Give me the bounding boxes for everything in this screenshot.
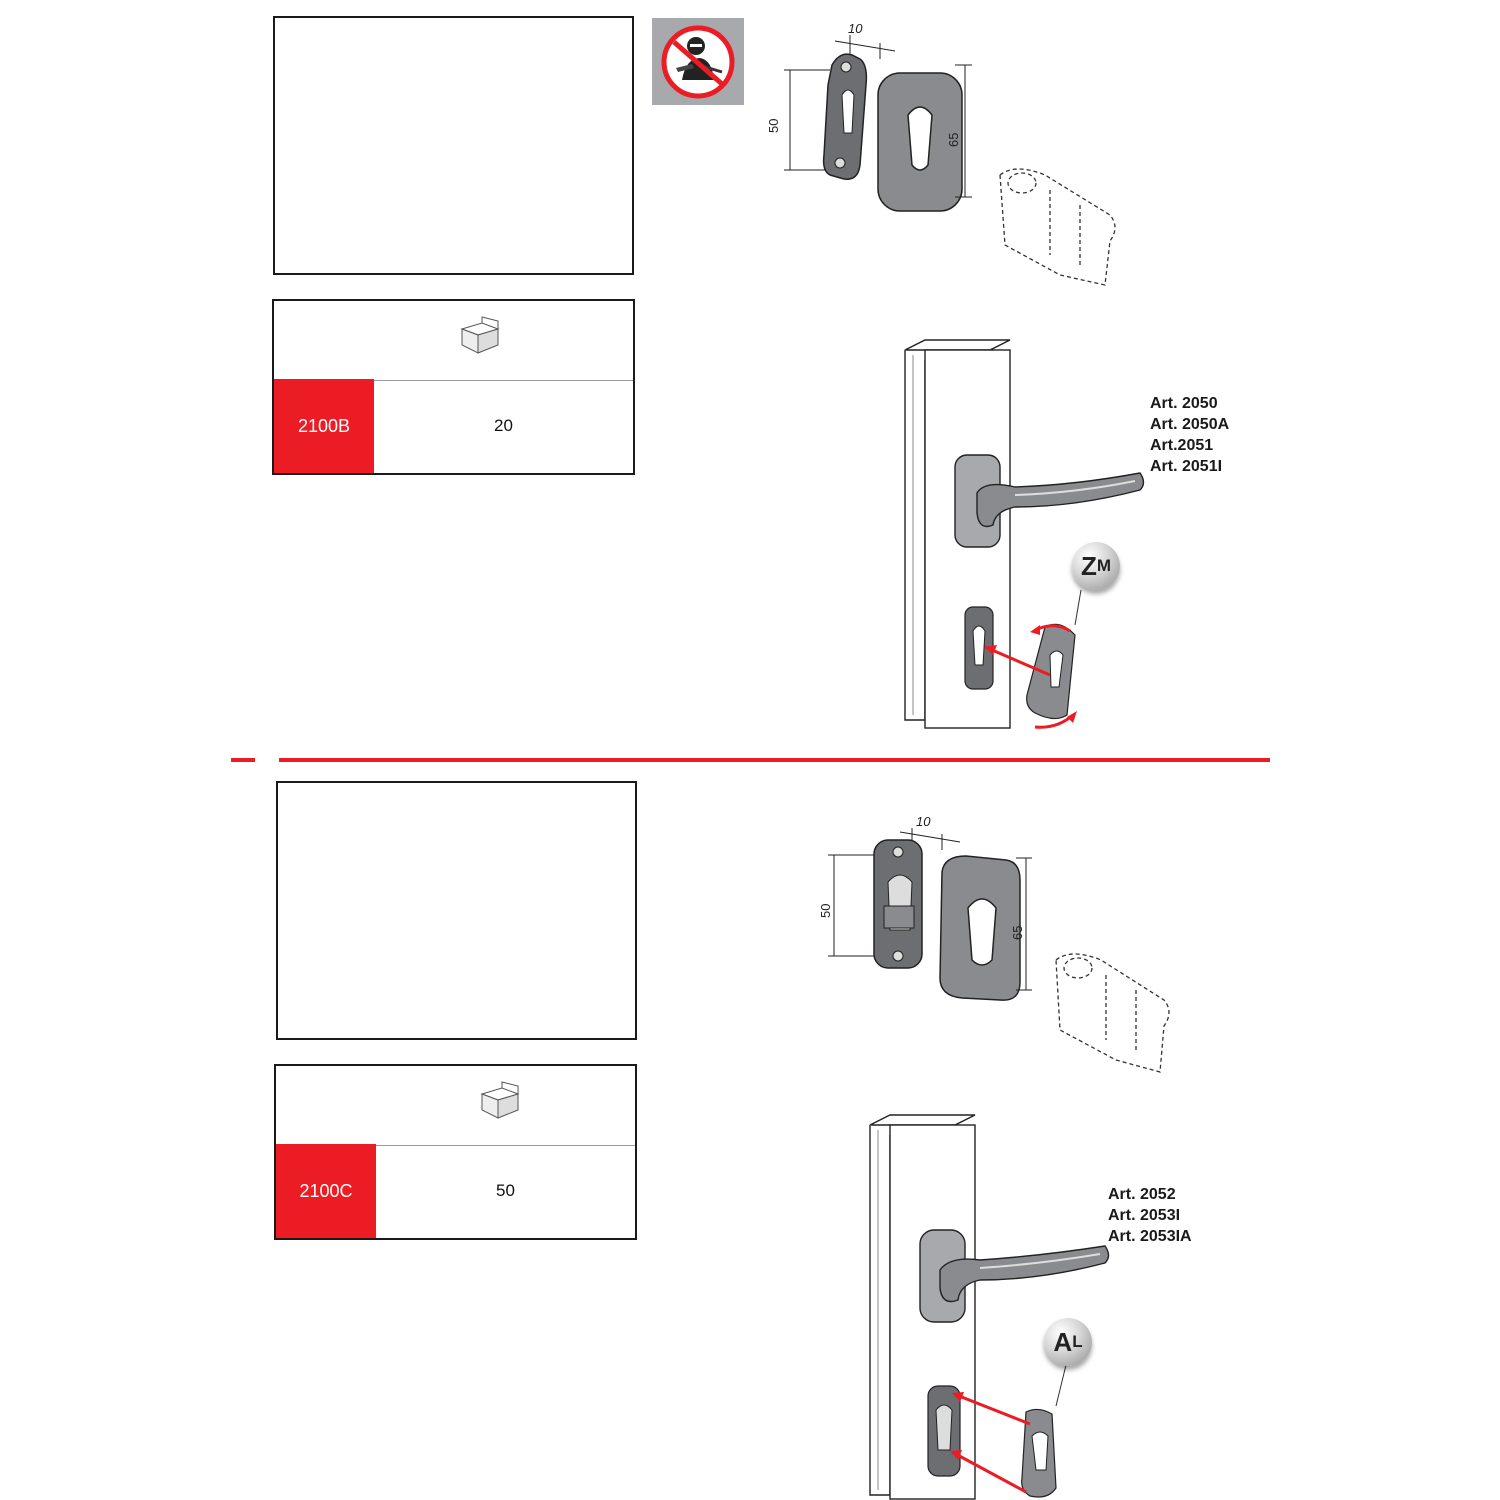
pack-quantity-2: 50 — [496, 1181, 515, 1200]
article-label: Art. 2050A — [1150, 416, 1230, 433]
arrow-icon — [951, 1450, 1027, 1494]
cylinder-outline-1 — [999, 168, 1116, 286]
pack-quantity-1: 20 — [494, 416, 513, 435]
article-list-2: Art. 2052 Art. 2053I Art. 2053IA — [1108, 1184, 1192, 1247]
article-label: Art. 2053I — [1108, 1207, 1181, 1224]
dim-width-1: 10 — [848, 21, 863, 36]
cylinder-outline-2 — [1055, 953, 1170, 1073]
table-header-2 — [276, 1066, 635, 1146]
article-label: Art. 2050 — [1150, 395, 1218, 412]
badge-letter-z: Z — [1080, 550, 1097, 581]
door-assembly-view-1 — [904, 339, 1145, 729]
arrow-icon — [984, 645, 1051, 677]
packaging-table-2: 2100C 50 — [274, 1064, 637, 1240]
packaging-table-1: 2100B 20 — [272, 299, 635, 475]
dim-cover-height-1: 65 — [946, 133, 961, 147]
table-header-1 — [274, 301, 633, 381]
article-label: Art. 2053IA — [1108, 1228, 1192, 1245]
article-code-1: 2100B — [274, 379, 374, 473]
dim-cover-height-2: 65 — [1010, 926, 1025, 940]
exploded-view-1: 10 50 65 — [766, 21, 1116, 286]
article-code-2: 2100C — [276, 1144, 376, 1238]
section-divider-short — [231, 758, 255, 762]
article-label: Art. 2052 — [1108, 1186, 1176, 1203]
article-label: Art.2051 — [1150, 437, 1214, 454]
badge-letter-a: A — [1053, 1326, 1073, 1357]
badge-letter-m: M — [1096, 556, 1112, 575]
badge-letter-l: L — [1072, 1332, 1083, 1351]
door-assembly-view-2 — [869, 1114, 1110, 1500]
blank-description-frame-2 — [276, 781, 637, 1040]
arrow-icon — [953, 1392, 1031, 1426]
anti-burglar-icon — [652, 18, 744, 105]
blank-description-frame-1 — [273, 16, 634, 275]
article-list-1: Art. 2050 Art. 2050A Art.2051 Art. 2051I — [1150, 393, 1229, 477]
dim-plate-height-2: 50 — [818, 904, 833, 918]
article-label: Art. 2051I — [1150, 458, 1223, 475]
section-divider — [279, 758, 1270, 762]
dim-plate-height-1: 50 — [766, 119, 781, 133]
exploded-view-2: 10 50 65 — [818, 814, 1170, 1073]
box-icon — [460, 316, 500, 354]
dim-width-2: 10 — [916, 814, 931, 829]
box-icon — [480, 1081, 520, 1119]
